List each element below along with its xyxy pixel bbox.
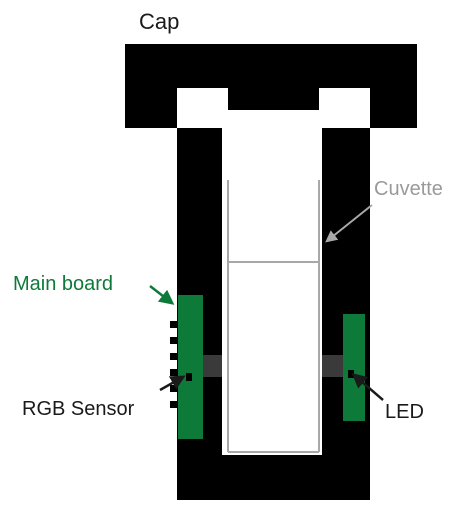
led-board — [343, 314, 365, 421]
board-pin — [170, 369, 178, 376]
cuvette-arrow — [325, 204, 373, 243]
cuvette-label: Cuvette — [374, 178, 443, 200]
rgb-sensor-label: RGB Sensor — [22, 398, 135, 420]
led-arrow — [351, 373, 384, 401]
rgb-sensor-arrow — [159, 375, 186, 392]
led-chip — [348, 370, 354, 378]
board-pins — [170, 321, 178, 408]
bottom-block — [177, 455, 370, 500]
board-pin — [170, 353, 178, 360]
cap-label: Cap — [139, 9, 179, 34]
led-aperture — [322, 355, 344, 377]
chamber-interior — [228, 110, 319, 455]
main-board — [178, 295, 203, 439]
led-label: LED — [385, 401, 424, 423]
board-pin — [170, 321, 178, 328]
main-board-arrow — [149, 285, 175, 305]
cuvette-shape — [227, 180, 320, 453]
sensor-aperture — [200, 355, 222, 377]
main-board-label: Main board — [13, 273, 113, 295]
board-pin — [170, 337, 178, 344]
cap-shape — [125, 44, 417, 128]
board-pin — [170, 385, 178, 392]
board-pin — [170, 401, 178, 408]
rgb-sensor-chip — [186, 373, 192, 381]
